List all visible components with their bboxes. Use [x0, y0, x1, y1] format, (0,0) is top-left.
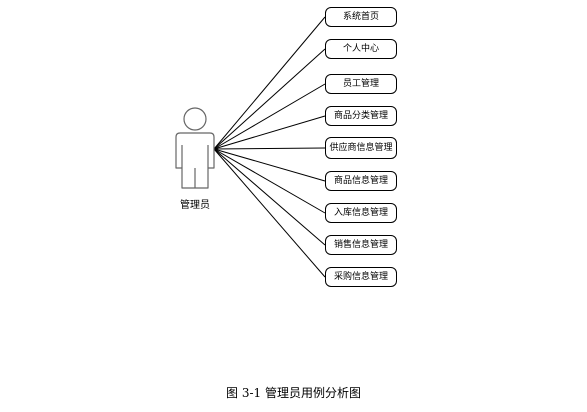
connector-line-6 — [213, 148, 326, 182]
usecase-personal-center[interactable]: 个人中心 — [325, 39, 397, 59]
figure-caption: 图 3-1 管理员用例分析图 — [226, 386, 361, 400]
connector-line-4 — [213, 115, 326, 150]
connector-line-2 — [213, 48, 326, 150]
usecase-stock-in-mgmt[interactable]: 入库信息管理 — [325, 203, 397, 223]
person-icon — [175, 107, 215, 189]
connector-line-1 — [213, 16, 326, 150]
usecase-product-mgmt[interactable]: 商品信息管理 — [325, 171, 397, 191]
usecase-sales-mgmt[interactable]: 销售信息管理 — [325, 235, 397, 255]
usecase-category-mgmt[interactable]: 商品分类管理 — [325, 106, 397, 126]
usecase-employee-mgmt[interactable]: 员工管理 — [325, 74, 397, 94]
connector-line-9 — [213, 148, 326, 278]
usecase-purchase-mgmt[interactable]: 采购信息管理 — [325, 267, 397, 287]
usecase-system-home[interactable]: 系统首页 — [325, 7, 397, 27]
connector-line-7 — [213, 148, 326, 214]
connector-line-3 — [213, 83, 326, 150]
usecase-supplier-mgmt[interactable]: 供应商信息管理 — [325, 137, 397, 159]
connector-line-5 — [213, 147, 326, 150]
actor-label: 管理员 — [180, 200, 210, 211]
connector-line-8 — [213, 148, 326, 246]
connector-lines — [213, 16, 326, 278]
